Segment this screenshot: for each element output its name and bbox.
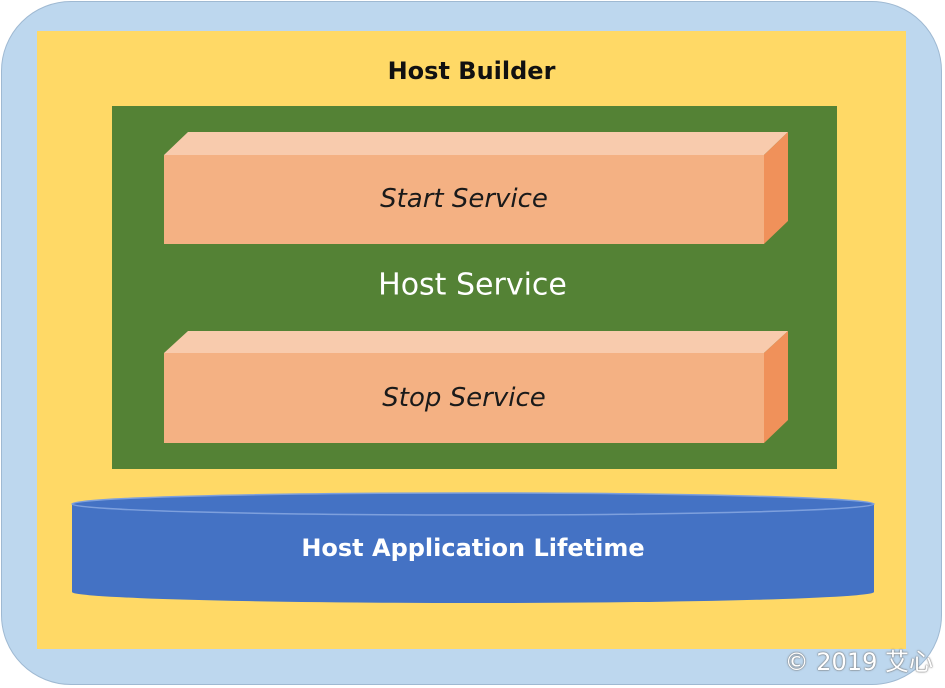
lifetime-label: Host Application Lifetime bbox=[301, 534, 645, 562]
start-service-label: Start Service bbox=[380, 184, 548, 214]
stop-service-bar-front bbox=[164, 353, 764, 443]
lifetime-cylinder bbox=[71, 492, 875, 603]
watermark: © 2019 艾心 bbox=[784, 648, 933, 676]
start-service-bar-front bbox=[164, 155, 764, 244]
lifetime-cylinder-top bbox=[71, 492, 875, 516]
stop-service-bar-top bbox=[164, 331, 788, 353]
host-service-label: Host Service bbox=[378, 267, 567, 303]
start-service-bar-top bbox=[164, 132, 788, 155]
start-service-bar-side bbox=[764, 132, 788, 244]
stop-service-label: Stop Service bbox=[382, 383, 546, 413]
host-builder-title: Host Builder bbox=[387, 57, 556, 85]
start-service-bar bbox=[164, 132, 788, 244]
lifetime-cylinder-body bbox=[72, 504, 874, 603]
stop-service-bar-side bbox=[764, 331, 788, 443]
stop-service-bar bbox=[164, 331, 788, 443]
